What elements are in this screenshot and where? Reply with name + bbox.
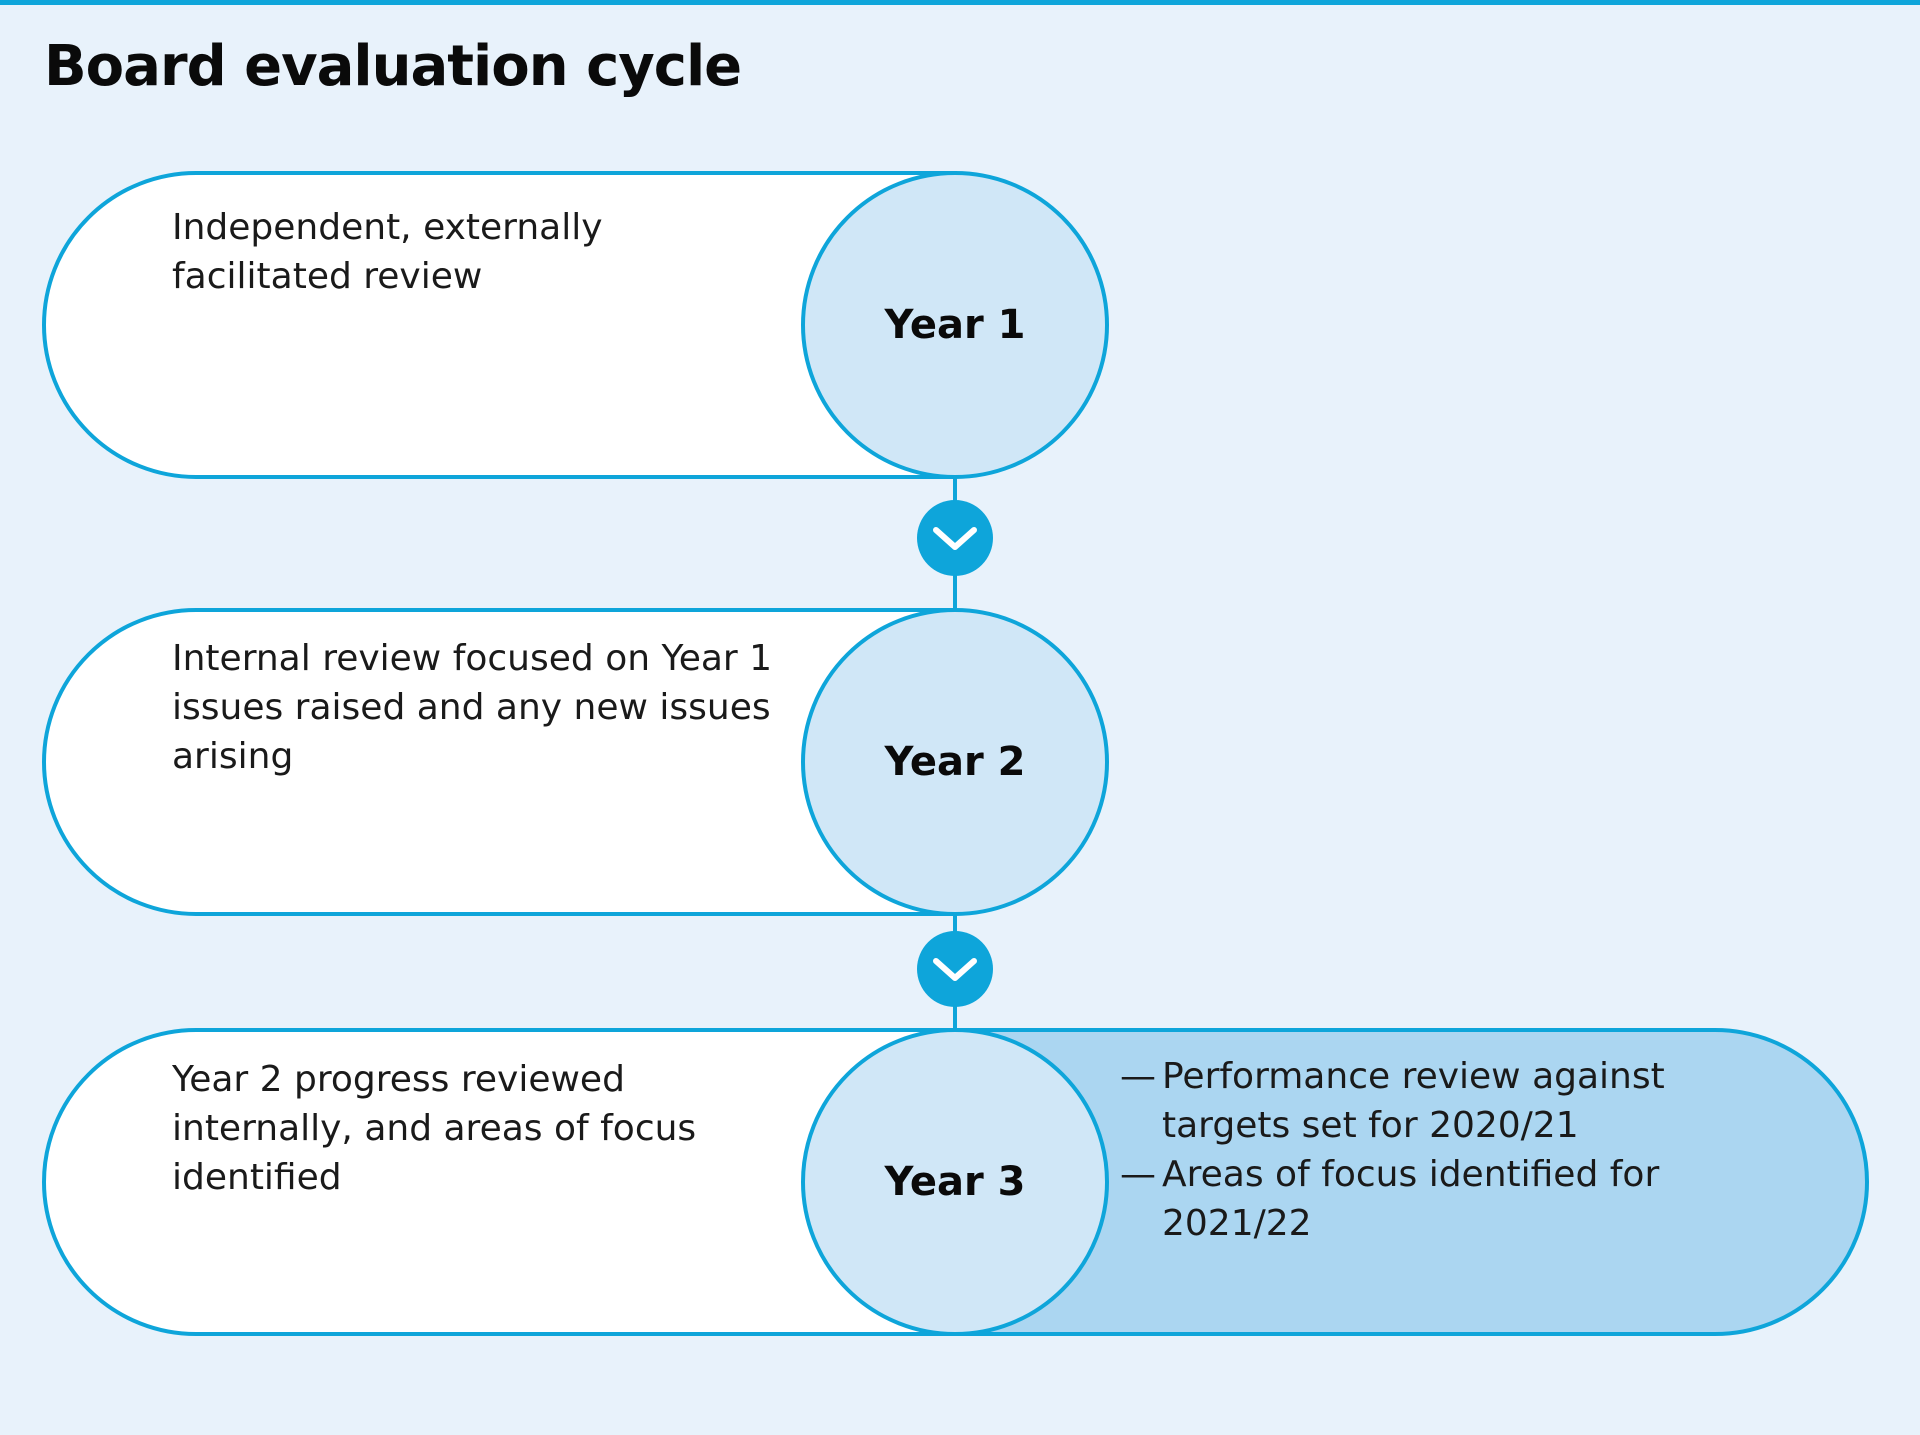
year3-label: Year 3 (884, 1159, 1026, 1205)
year3-bullet-list: — Performance review against targets set… (1120, 1052, 1780, 1248)
year3-tail-panel (953, 1028, 1869, 1336)
bullet-item: — Areas of focus identified for 2021/22 (1120, 1150, 1780, 1248)
bullet-item: — Performance review against targets set… (1120, 1052, 1780, 1150)
dash-marker: — (1120, 1154, 1156, 1195)
dash-marker: — (1120, 1056, 1156, 1097)
year2-circle (801, 608, 1109, 916)
year3-circle (801, 1028, 1109, 1336)
top-accent-rule (0, 0, 1920, 5)
year2-box (42, 608, 957, 916)
year3-description: Year 2 progress reviewed internally, and… (172, 1059, 697, 1198)
chevron-down-icon (917, 931, 993, 1007)
bullet-text: Performance review against targets set f… (1162, 1056, 1665, 1146)
year1-label: Year 1 (884, 302, 1026, 348)
page-title: Board evaluation cycle (44, 34, 742, 99)
year1-box (42, 171, 957, 479)
chevron-down-icon (917, 500, 993, 576)
year1-description: Independent, externally facilitated revi… (172, 207, 603, 297)
year2-label: Year 2 (884, 739, 1026, 785)
year3-box (42, 1028, 957, 1336)
year1-circle (801, 171, 1109, 479)
year2-description: Internal review focused on Year 1 issues… (172, 638, 773, 777)
bullet-text: Areas of focus identified for 2021/22 (1162, 1154, 1660, 1244)
